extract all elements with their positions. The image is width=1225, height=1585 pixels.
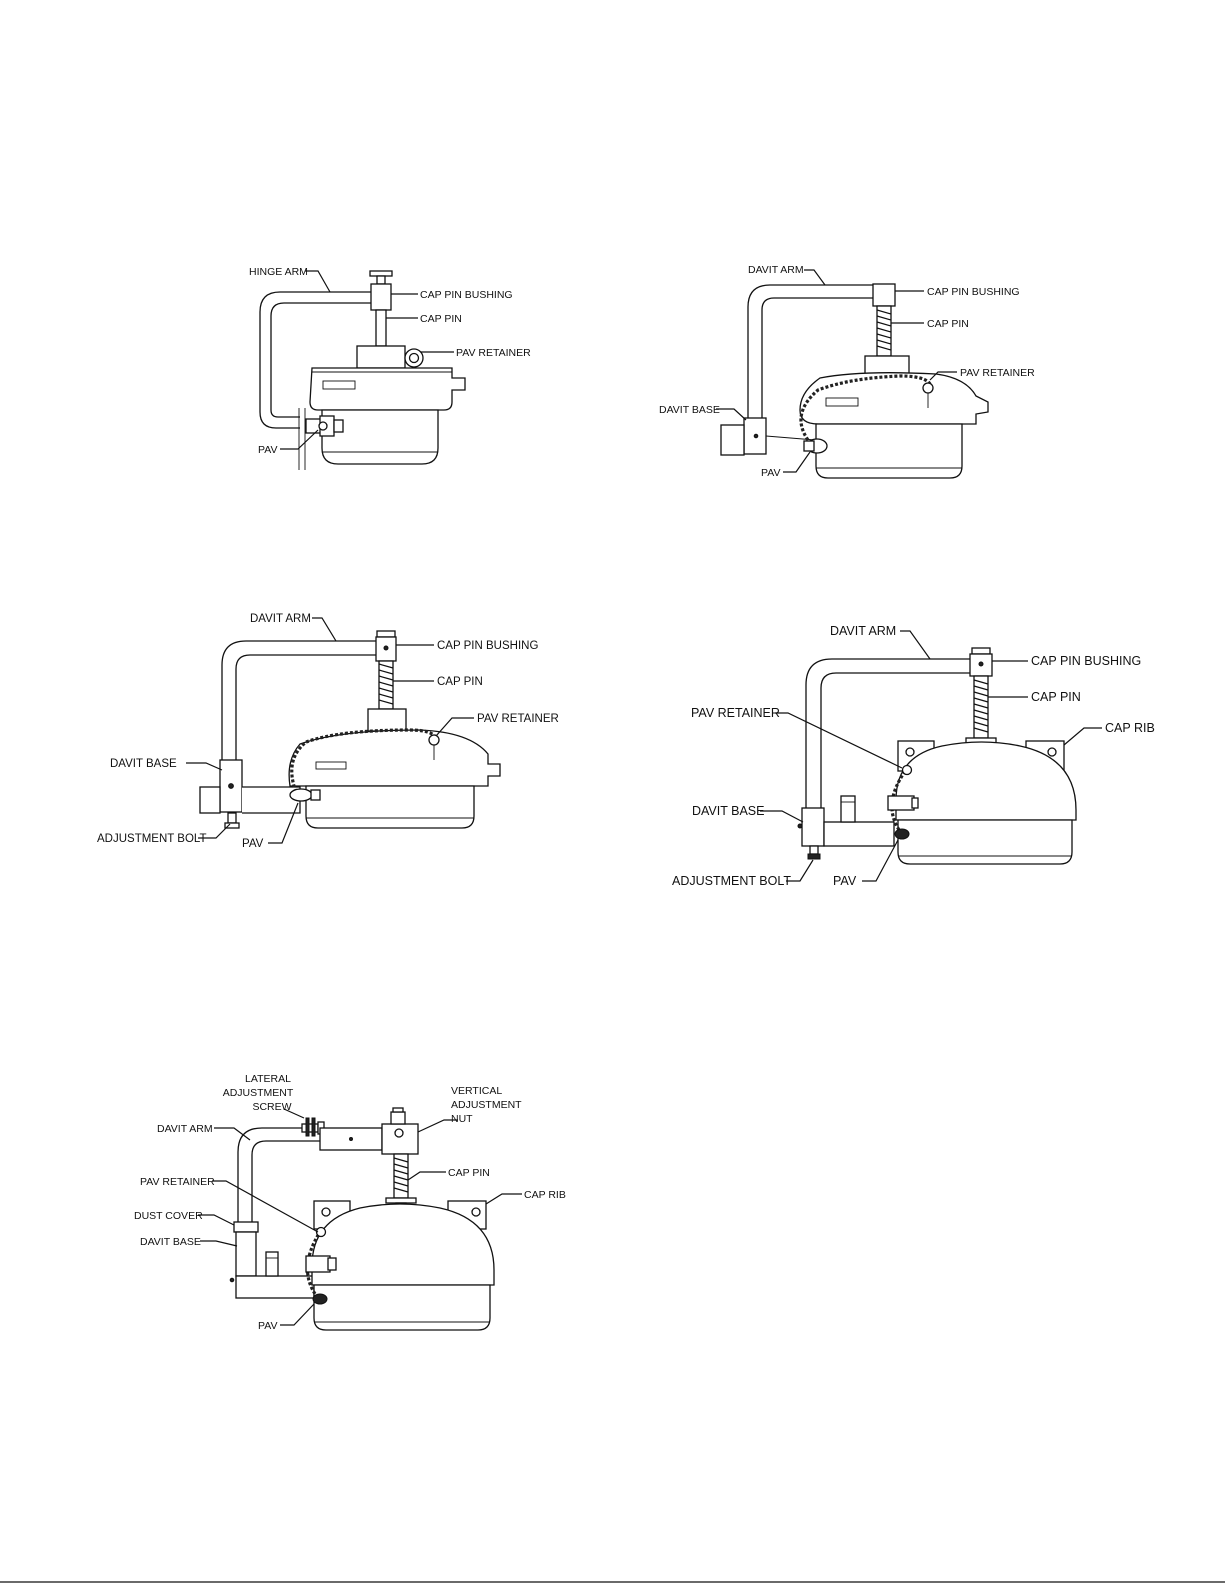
label-davit-base: DAVIT BASE (140, 1236, 201, 1248)
pav-valve (894, 828, 910, 840)
label-davit-arm: DAVIT ARM (250, 613, 311, 625)
davit-arm (221, 640, 376, 760)
label-cap-pin: CAP PIN (437, 676, 483, 688)
adjustment-bolt (227, 812, 237, 824)
label-davit-base: DAVIT BASE (110, 758, 177, 770)
label-cap-pin: CAP PIN (420, 313, 462, 325)
pav-retainer (922, 382, 934, 394)
label-pav-retainer: PAV RETAINER (456, 347, 531, 359)
hinge-arm (259, 291, 371, 429)
cap-pin (393, 1157, 409, 1193)
label-pav-retainer: PAV RETAINER (140, 1176, 215, 1188)
cap-pin-bushing (872, 283, 896, 307)
label-pav: PAV (258, 444, 277, 456)
cap-pin-bushing (370, 283, 392, 311)
label-adjustment-bolt: ADJUSTMENT BOLT (672, 874, 791, 888)
pav-retainer (428, 734, 440, 746)
davit-base (235, 1231, 257, 1277)
label-cap-rib: CAP RIB (1105, 721, 1155, 735)
label-cap-pin-bushing: CAP PIN BUSHING (437, 640, 538, 652)
label-cap-pin: CAP PIN (927, 318, 969, 330)
figure-hinge-arm-assembly: HINGE ARM CAP PIN BUSHING CAP PIN PAV RE… (249, 266, 531, 470)
dust-cover (233, 1221, 259, 1233)
label-cap-rib: CAP RIB (524, 1189, 566, 1201)
cap-pin (973, 679, 989, 733)
davit-arm (805, 658, 970, 808)
label-lateral-line3: SCREW (252, 1101, 291, 1113)
label-cap-pin-bushing: CAP PIN BUSHING (1031, 654, 1141, 668)
cap-pin (378, 663, 394, 705)
label-pav: PAV (833, 874, 857, 888)
label-dust-cover: DUST COVER (134, 1210, 203, 1222)
figure-davit-arm-adjustable: LATERAL ADJUSTMENT SCREW VERTICAL ADJUST… (134, 1073, 566, 1332)
adjustment-bolt (809, 845, 819, 855)
pav-retainer (901, 764, 913, 776)
figure-davit-arm-assembly: DAVIT ARM CAP PIN BUSHING CAP PIN PAV RE… (659, 264, 1035, 479)
label-pav-retainer: PAV RETAINER (960, 367, 1035, 379)
label-davit-arm: DAVIT ARM (157, 1123, 213, 1135)
label-davit-base: DAVIT BASE (692, 804, 764, 818)
lateral-adjustment-screw (301, 1123, 319, 1133)
label-adjustment-bolt: ADJUSTMENT BOLT (97, 833, 206, 845)
label-davit-arm: DAVIT ARM (830, 624, 896, 638)
davit-arm (747, 284, 873, 418)
figure-davit-arm-adjustment-bolt: DAVIT ARM CAP PIN BUSHING CAP PIN PAV RE… (97, 613, 559, 850)
pav-valve (312, 1293, 328, 1305)
label-davit-arm: DAVIT ARM (748, 264, 804, 276)
label-pav-retainer: PAV RETAINER (691, 706, 780, 720)
label-lateral-line2: ADJUSTMENT (223, 1087, 294, 1099)
label-hinge-arm: HINGE ARM (249, 266, 308, 278)
figure-davit-arm-cap-rib: DAVIT ARM CAP PIN BUSHING CAP PIN CAP RI… (672, 624, 1155, 888)
label-pav: PAV (242, 838, 264, 850)
cap-pin (876, 309, 892, 351)
pav-valve (289, 788, 313, 802)
label-cap-pin-bushing: CAP PIN BUSHING (420, 289, 513, 301)
label-vertical-line2: ADJUSTMENT (451, 1099, 522, 1111)
cap-pin (375, 309, 387, 347)
label-vertical-line1: VERTICAL (451, 1085, 502, 1097)
davit-base (801, 807, 825, 847)
label-davit-base: DAVIT BASE (659, 404, 720, 416)
davit-arm (237, 1127, 320, 1222)
label-lateral-line1: LATERAL (245, 1073, 291, 1085)
label-cap-pin-bushing: CAP PIN BUSHING (927, 286, 1020, 298)
label-cap-pin: CAP PIN (448, 1167, 490, 1179)
label-vertical-line3: NUT (451, 1113, 473, 1125)
label-pav: PAV (258, 1320, 277, 1332)
label-pav-retainer: PAV RETAINER (477, 713, 559, 725)
label-pav: PAV (761, 467, 780, 479)
label-cap-pin: CAP PIN (1031, 690, 1081, 704)
pav-retainer (315, 1226, 327, 1238)
